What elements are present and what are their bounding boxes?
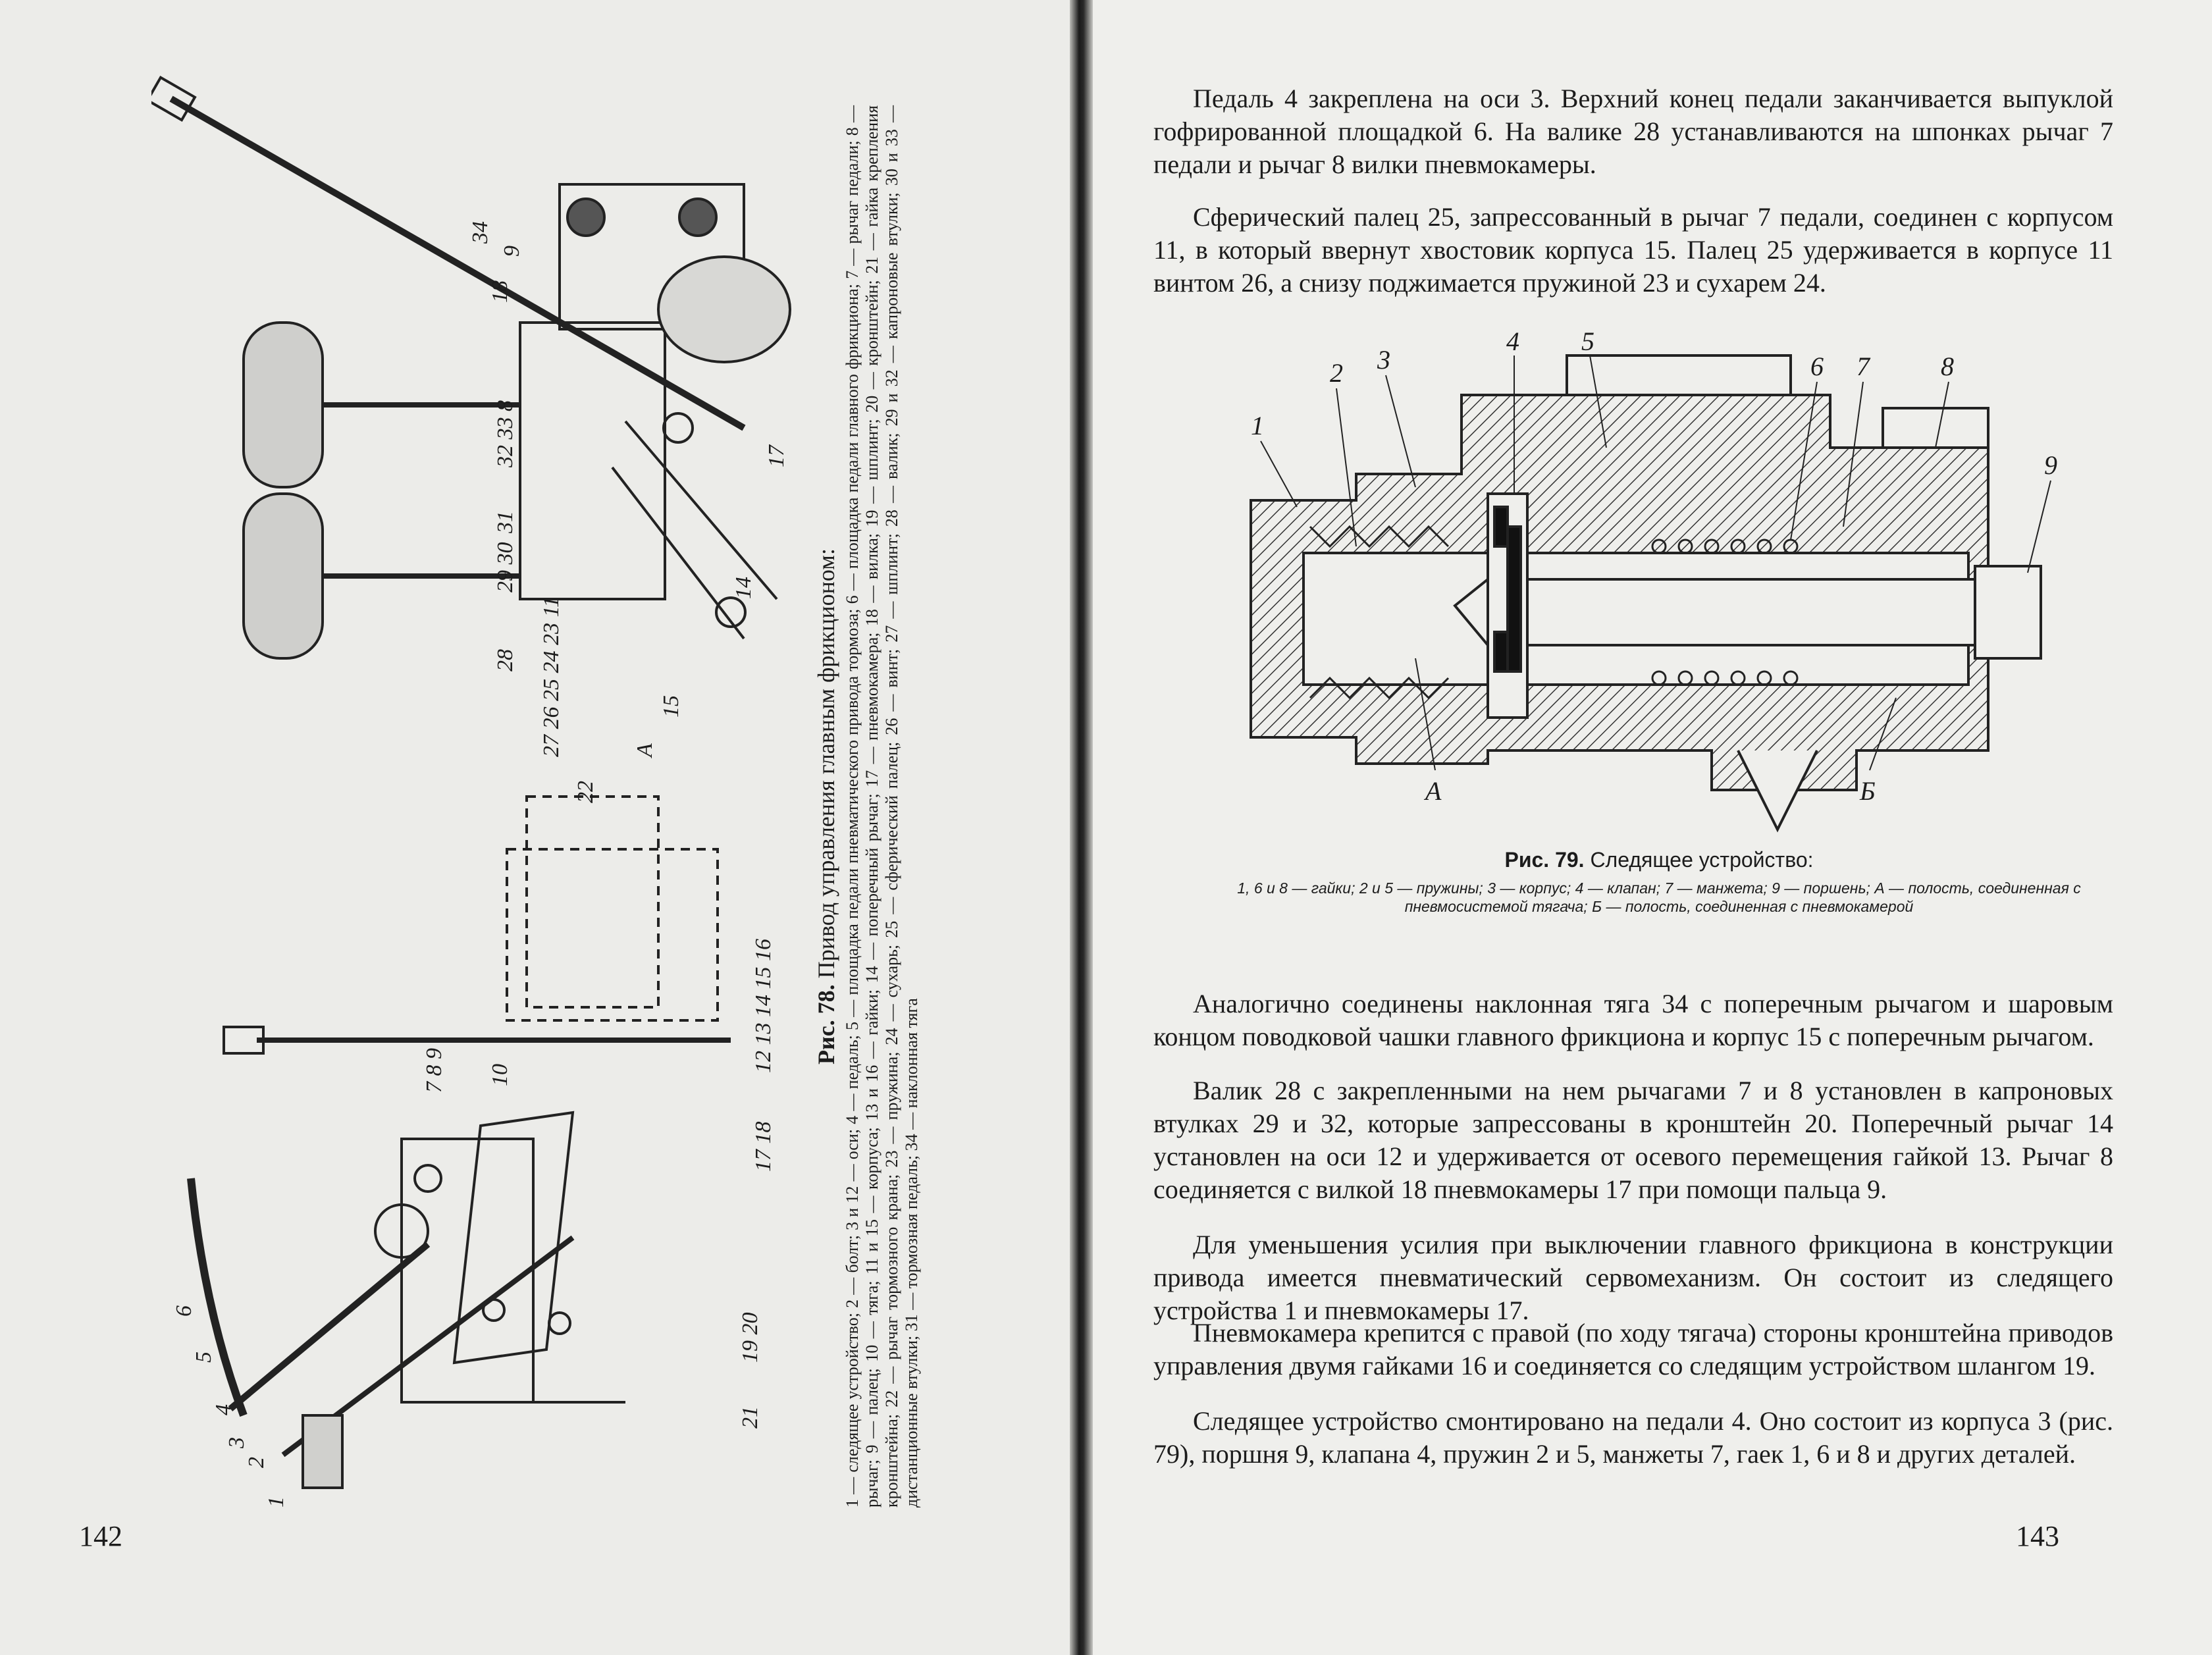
label-32-33-8: 32 33 8 <box>493 400 517 468</box>
label-6: 6 <box>172 1305 196 1317</box>
paragraph-7: Следящее устройство смонтировано на педа… <box>1153 1406 2113 1469</box>
label-27-23: 27 26 25 24 23 11 <box>539 596 564 757</box>
label-19-20: 19 20 <box>738 1313 762 1363</box>
paragraph-2: Сферический палец 25, запрессованный в р… <box>1153 202 2113 298</box>
paragraph-3: Аналогично соединены наклонная тяга 34 с… <box>1153 989 2113 1051</box>
label-5: 5 <box>192 1352 216 1363</box>
fig79-label-5: 5 <box>1581 329 1594 356</box>
label-12-16: 12 13 14 15 16 <box>751 939 776 1073</box>
fig79-label-8: 8 <box>1941 352 1954 381</box>
page-number-right: 143 <box>2016 1520 2059 1552</box>
label-18: 18 <box>488 280 512 303</box>
fig79-label-A: А <box>1423 776 1442 806</box>
page-number-left: 142 <box>79 1520 122 1552</box>
figure-79-number: Рис. 79. <box>1504 848 1585 872</box>
figure-79-drawing: 1 2 3 4 5 6 7 8 9 А Б <box>1250 329 2057 833</box>
label-9: 9 <box>500 246 524 257</box>
figure-79-title: Следящее устройство: <box>1590 848 1814 872</box>
label-31: 31 <box>493 511 517 534</box>
label-21: 21 <box>738 1406 762 1429</box>
figure-78-number: Рис. 78. <box>813 984 839 1064</box>
label-28: 28 <box>493 649 517 671</box>
label-29-30: 29 30 <box>493 542 517 593</box>
book-gutter <box>1070 0 1093 1655</box>
label-10: 10 <box>488 1064 512 1086</box>
paragraph-6: Пневмокамера крепится с правой (по ходу … <box>1153 1318 2113 1380</box>
fig79-label-1: 1 <box>1251 411 1264 440</box>
label-15: 15 <box>659 695 683 718</box>
figure-78-title: Привод управления главным фрикционом: <box>813 548 839 979</box>
fig79-label-6: 6 <box>1810 352 1824 381</box>
figure-79-legend: 1, 6 и 8 — гайки; 2 и 5 — пружины; 3 — к… <box>1237 880 2081 915</box>
right-page: Педаль 4 закреплена на оси 3. Верхний ко… <box>1093 0 2212 1655</box>
figure-78-legend: 1 — следящее устройство; 2 — болт; 3 и 1… <box>843 105 921 1508</box>
fig79-label-7: 7 <box>1856 352 1871 381</box>
label-17: 17 <box>764 444 789 467</box>
fig79-label-9: 9 <box>2044 450 2057 480</box>
paragraph-4: Валик 28 с закрепленными на нем рычагами… <box>1153 1076 2113 1204</box>
label-4: 4 <box>211 1404 236 1415</box>
label-1: 1 <box>264 1496 288 1508</box>
label-14: 14 <box>731 577 756 599</box>
label-3: 3 <box>224 1437 249 1449</box>
fig79-label-3: 3 <box>1377 345 1390 375</box>
paragraph-1: Педаль 4 закреплена на оси 3. Верхний ко… <box>1153 84 2113 179</box>
fig79-label-B: Б <box>1859 776 1876 806</box>
label-A: A <box>633 743 657 758</box>
fig79-label-4: 4 <box>1506 329 1519 356</box>
label-22: 22 <box>573 781 598 803</box>
label-7-8-9: 7 8 9 <box>422 1048 446 1093</box>
fig79-label-2: 2 <box>1330 358 1343 388</box>
label-2: 2 <box>244 1457 269 1468</box>
label-34: 34 <box>468 221 492 244</box>
figure-79-caption: Рис. 79. Следящее устройство: 1, 6 и 8 —… <box>1205 848 2113 916</box>
figure-78-drawing: 34 9 18 32 33 8 31 29 30 28 27 26 25 24 … <box>151 75 791 1508</box>
label-17-18: 17 18 <box>751 1122 776 1172</box>
paragraph-5: Для уменьшения усилия при выключении гла… <box>1153 1230 2113 1325</box>
figure-78-caption: Рис. 78. Привод управления главным фрикц… <box>813 105 922 1508</box>
left-page: 34 9 18 32 33 8 31 29 30 28 27 26 25 24 … <box>0 0 1070 1655</box>
